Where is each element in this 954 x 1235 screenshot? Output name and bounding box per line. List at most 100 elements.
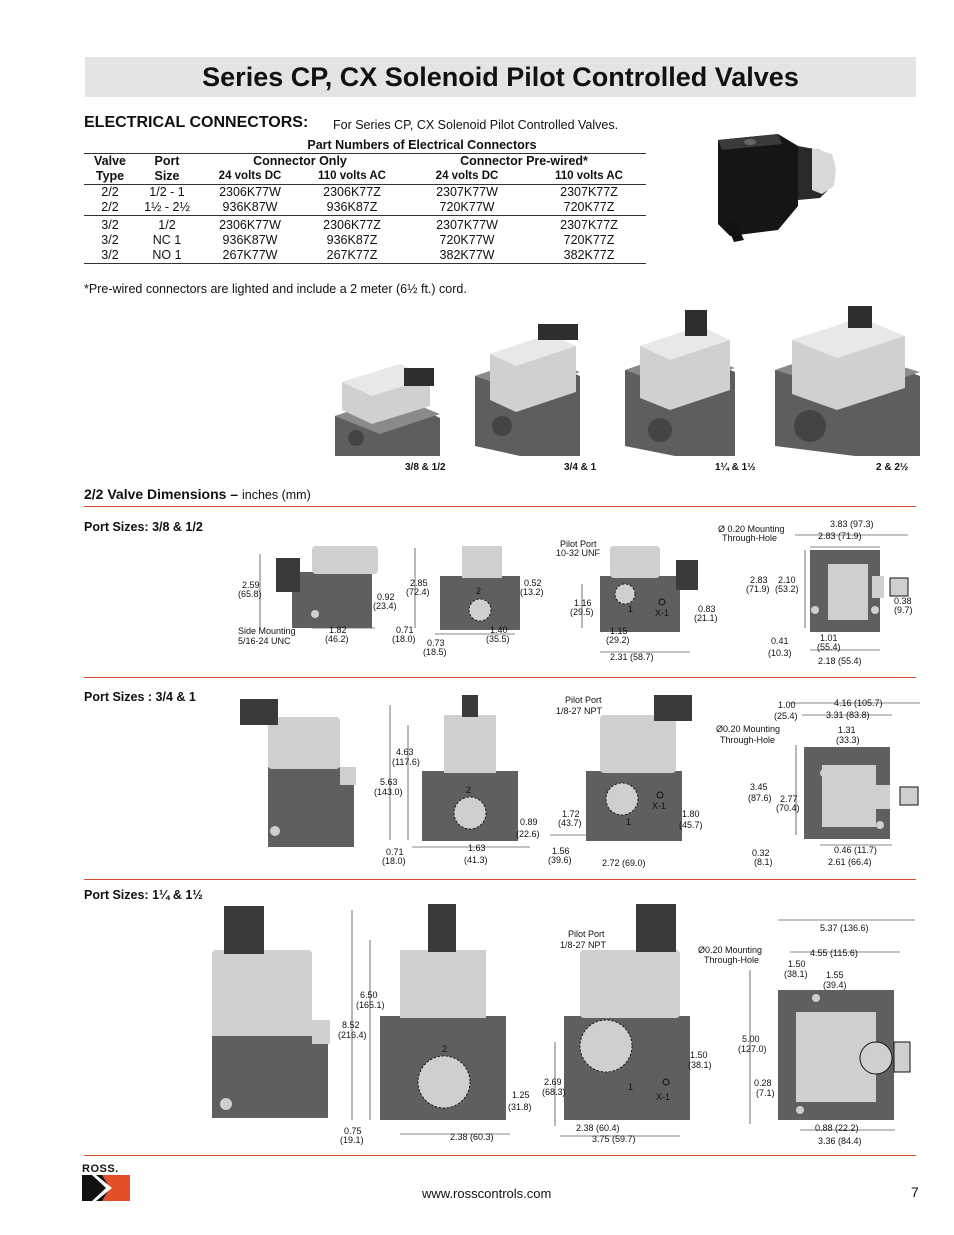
svg-text:0.89: 0.89	[520, 817, 538, 827]
svg-text:(38.1): (38.1)	[688, 1060, 712, 1070]
svg-text:X-1: X-1	[656, 1092, 670, 1102]
svg-text:2.38 (60.4): 2.38 (60.4)	[576, 1123, 620, 1133]
svg-text:1/8-27 NPT: 1/8-27 NPT	[560, 940, 607, 950]
svg-text:(23.4): (23.4)	[373, 601, 397, 611]
drawing-front-medium: 2	[422, 695, 518, 841]
svg-text:3.83 (97.3): 3.83 (97.3)	[830, 519, 874, 529]
svg-text:(65.8): (65.8)	[238, 589, 262, 599]
connectors-footnote: *Pre-wired connectors are lighted and in…	[84, 282, 467, 296]
svg-text:Through-Hole: Through-Hole	[722, 533, 777, 543]
dimensions-units: inches (mm)	[241, 488, 311, 502]
drawings-row-2: 2 1X-1 4.63(117.6) 5.63(143.0) 0.89(22.6…	[240, 695, 920, 868]
svg-text:1.31: 1.31	[838, 725, 856, 735]
svg-text:1.16: 1.16	[574, 598, 592, 608]
svg-text:0.88 (22.2): 0.88 (22.2)	[815, 1123, 859, 1133]
connectors-heading: ELECTRICAL CONNECTORS:	[84, 114, 309, 131]
drawing-front-small: 2	[440, 546, 520, 630]
svg-text:(21.1): (21.1)	[694, 613, 718, 623]
svg-text:Side Mounting: Side Mounting	[238, 626, 296, 636]
svg-text:(41.3): (41.3)	[464, 855, 488, 865]
svg-text:(19.1): (19.1)	[340, 1135, 364, 1145]
svg-text:(55.4): (55.4)	[817, 642, 841, 652]
svg-text:1.00: 1.00	[778, 700, 796, 710]
svg-text:2.18 (55.4): 2.18 (55.4)	[818, 656, 862, 666]
svg-text:0.71: 0.71	[386, 847, 404, 857]
col-24-pre: 24 volts DC	[435, 170, 499, 182]
svg-text:(45.7): (45.7)	[679, 820, 703, 830]
svg-text:2: 2	[442, 1044, 447, 1054]
svg-text:1: 1	[626, 817, 631, 827]
svg-text:(13.2): (13.2)	[520, 587, 544, 597]
ross-logo: ROSS.	[82, 1163, 119, 1175]
valve-photo-medium	[475, 324, 580, 456]
col-110-only: 110 volts AC	[318, 170, 386, 182]
drawing-rear-large: 1X-1	[564, 904, 690, 1120]
svg-text:0.41: 0.41	[771, 636, 789, 646]
svg-text:2.85: 2.85	[410, 578, 428, 588]
col-valve-2: Type	[95, 169, 125, 183]
svg-text:Ø0.20 Mounting: Ø0.20 Mounting	[716, 724, 780, 734]
svg-text:2.69: 2.69	[544, 1077, 562, 1087]
drawing-side-large	[212, 906, 330, 1118]
svg-text:1.80: 1.80	[682, 809, 700, 819]
svg-text:X-1: X-1	[652, 801, 666, 811]
svg-text:1.01: 1.01	[820, 633, 838, 643]
svg-text:1.82: 1.82	[329, 625, 347, 635]
valve-caption: 3/4 & 1	[564, 462, 597, 473]
col-110-pre: 110 volts AC	[555, 170, 623, 182]
svg-text:0.38: 0.38	[894, 596, 912, 606]
divider	[84, 506, 916, 507]
svg-text:1.72: 1.72	[562, 809, 580, 819]
valve-photo-small	[335, 364, 440, 456]
col-port: Port	[154, 154, 180, 168]
connector-table: Part Numbers of Electrical Connectors Va…	[84, 138, 646, 264]
svg-text:Through-Hole: Through-Hole	[704, 955, 759, 965]
svg-text:8.52: 8.52	[342, 1020, 360, 1030]
svg-text:4.55 (115.6): 4.55 (115.6)	[810, 948, 858, 958]
svg-text:2.83: 2.83	[750, 575, 768, 585]
svg-text:X-1: X-1	[655, 608, 669, 618]
svg-text:0.28: 0.28	[754, 1078, 772, 1088]
svg-text:4.63: 4.63	[396, 747, 414, 757]
connectors-subheading: For Series CP, CX Solenoid Pilot Control…	[333, 118, 619, 132]
svg-text:(18.5): (18.5)	[423, 647, 447, 657]
drawing-side-medium	[240, 699, 356, 847]
svg-text:(38.1): (38.1)	[784, 969, 808, 979]
svg-text:10-32 UNF: 10-32 UNF	[556, 548, 601, 558]
svg-text:(43.7): (43.7)	[558, 818, 582, 828]
svg-text:0.92: 0.92	[377, 592, 395, 602]
svg-text:3.31 (83.8): 3.31 (83.8)	[826, 710, 870, 720]
svg-text:(31.8): (31.8)	[508, 1102, 532, 1112]
svg-text:5.63: 5.63	[380, 777, 398, 787]
svg-text:2.38 (60.3): 2.38 (60.3)	[450, 1132, 494, 1142]
svg-text:1.50: 1.50	[690, 1050, 708, 1060]
drawings-row-3: 2 1X-1 6.50(165.1) 8.52(216.4) 1.25(31.8…	[212, 904, 915, 1146]
svg-text:3.36 (84.4): 3.36 (84.4)	[818, 1136, 862, 1146]
divider	[84, 677, 916, 678]
svg-text:4.16 (105.7): 4.16 (105.7)	[834, 698, 883, 708]
svg-text:(39.4): (39.4)	[823, 980, 847, 990]
svg-text:1.50: 1.50	[788, 959, 806, 969]
drawing-side-small	[276, 546, 378, 628]
divider	[84, 1155, 916, 1156]
group-prewired: Connector Pre-wired*	[460, 154, 588, 168]
col-port-2: Size	[154, 169, 180, 183]
svg-text:(29.2): (29.2)	[606, 635, 630, 645]
svg-text:(10.3): (10.3)	[768, 648, 792, 658]
svg-text:3.45: 3.45	[750, 782, 768, 792]
footer-url[interactable]: www.rosscontrols.com	[422, 1186, 552, 1201]
svg-text:(33.3): (33.3)	[836, 735, 860, 745]
svg-text:0.71: 0.71	[396, 625, 414, 635]
drawing-front-large: 2	[380, 904, 506, 1120]
svg-text:2.10: 2.10	[778, 575, 796, 585]
svg-text:1.15: 1.15	[610, 626, 628, 636]
svg-text:(46.2): (46.2)	[325, 634, 349, 644]
svg-text:(117.6): (117.6)	[392, 757, 420, 767]
svg-text:2: 2	[476, 586, 481, 596]
svg-text:6.50: 6.50	[360, 990, 378, 1000]
drawing-top-small	[810, 550, 909, 632]
port-size-heading: Port Sizes: 1¼ & 1½	[84, 888, 203, 902]
